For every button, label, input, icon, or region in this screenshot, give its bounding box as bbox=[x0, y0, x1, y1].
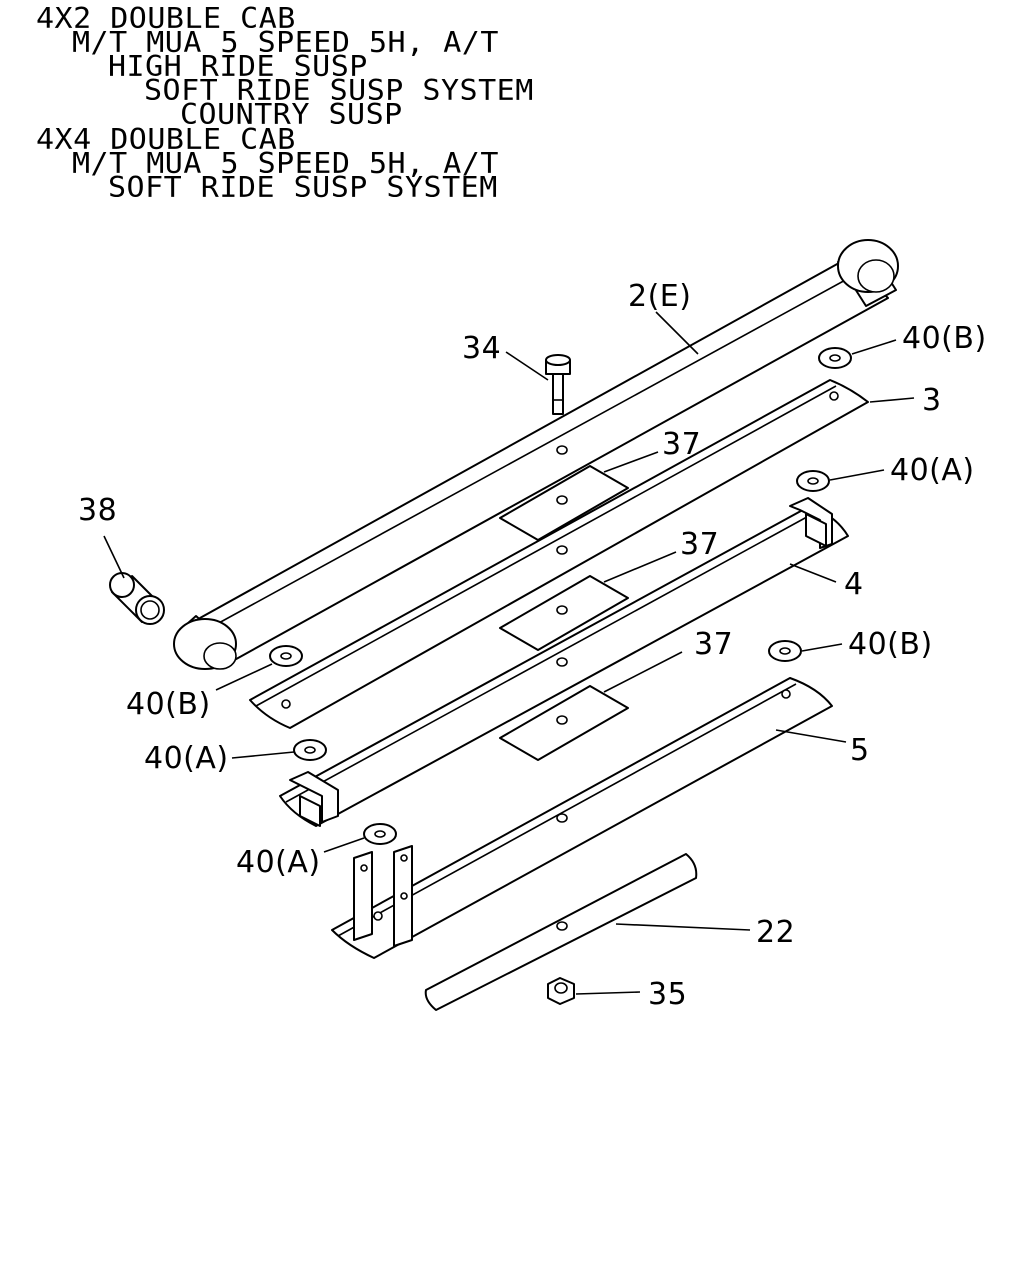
callout-37-middle: 37 bbox=[680, 527, 719, 562]
center-bolt-34 bbox=[545, 354, 571, 415]
leaf-4 bbox=[279, 497, 849, 827]
leader-40a-bottom-left bbox=[323, 837, 365, 853]
leader-22 bbox=[615, 923, 751, 931]
leader-40a-upper-right bbox=[829, 469, 885, 481]
leader-3 bbox=[869, 397, 915, 403]
header-line-3: HIGH RIDE SUSP bbox=[108, 50, 368, 84]
callout-38: 38 bbox=[78, 493, 117, 528]
callout-40b-right: 40(B) bbox=[848, 627, 933, 662]
callout-40a-upper-right: 40(A) bbox=[890, 453, 975, 488]
callout-2e: 2(E) bbox=[628, 279, 691, 314]
washer-40a-upper-right-hole bbox=[807, 477, 819, 485]
leader-37-lower bbox=[603, 651, 683, 693]
leader-35 bbox=[575, 991, 641, 995]
leader-5 bbox=[775, 729, 847, 743]
callout-35: 35 bbox=[648, 977, 687, 1012]
header-line-1: 4X2 DOUBLE CAB bbox=[36, 2, 296, 36]
header-line-4: SOFT RIDE SUSP SYSTEM bbox=[144, 74, 534, 108]
washer-40b-left-hole bbox=[280, 652, 292, 660]
main-leaf-left-eye bbox=[173, 615, 237, 670]
leader-40b-right bbox=[801, 643, 843, 652]
callout-3: 3 bbox=[922, 383, 942, 418]
leader-37-middle bbox=[603, 551, 677, 583]
leader-40b-left bbox=[215, 663, 273, 691]
leaf-5 bbox=[331, 677, 833, 959]
header-text-block: 4X2 DOUBLE CAB M/T MUA 5 SPEED 5H, A/T H… bbox=[0, 0, 1024, 220]
pad-37-middle bbox=[499, 575, 629, 651]
leader-lines bbox=[103, 311, 915, 995]
header-line-6: 4X4 DOUBLE CAB bbox=[36, 123, 296, 157]
leader-37-upper bbox=[603, 451, 659, 473]
pad-37-upper bbox=[499, 465, 629, 541]
leader-40b-top-right bbox=[851, 339, 897, 355]
main-leaf-2e bbox=[173, 239, 899, 670]
callout-40b-top-right: 40(B) bbox=[902, 321, 987, 356]
washer-40b-right-hole bbox=[779, 647, 791, 655]
main-leaf-right-eye bbox=[837, 239, 899, 307]
leaf-4-right-clip bbox=[789, 497, 833, 549]
washer-40a-bottom-left-hole bbox=[374, 830, 386, 838]
main-leaf-center-hole bbox=[556, 445, 568, 455]
pad-37-lower bbox=[499, 685, 629, 761]
callout-40a-left: 40(A) bbox=[144, 741, 229, 776]
leader-38 bbox=[103, 535, 125, 579]
nut-35 bbox=[547, 977, 575, 1005]
leaf-3 bbox=[249, 379, 869, 729]
callout-40b-left: 40(B) bbox=[126, 687, 211, 722]
callout-40a-bottom-left: 40(A) bbox=[236, 845, 321, 880]
callout-4: 4 bbox=[844, 567, 864, 602]
leaf-5-bracket-left bbox=[353, 851, 373, 941]
leaf-4-left-clip bbox=[289, 771, 339, 827]
washer-40b-top-right-hole bbox=[829, 354, 841, 362]
callout-37-upper: 37 bbox=[662, 427, 701, 462]
bushing-38 bbox=[109, 572, 165, 625]
leader-2e bbox=[655, 311, 699, 355]
callout-labels: 2(E) 34 40(B) 3 37 40(A) 38 37 4 37 40(B… bbox=[78, 279, 987, 1012]
callout-37-lower: 37 bbox=[694, 627, 733, 662]
leaf-22 bbox=[424, 853, 698, 1011]
header-line-7: M/T MUA 5 SPEED 5H, A/T bbox=[72, 147, 499, 181]
leader-34 bbox=[505, 351, 549, 381]
callout-22: 22 bbox=[756, 915, 795, 950]
leader-40a-left bbox=[231, 751, 295, 759]
callout-34: 34 bbox=[462, 331, 501, 366]
washer-40a-left-hole bbox=[304, 746, 316, 754]
header-line-5: COUNTRY SUSP bbox=[180, 98, 403, 132]
callout-5: 5 bbox=[850, 733, 870, 768]
leader-4 bbox=[789, 563, 837, 583]
header-line-8: SOFT RIDE SUSP SYSTEM bbox=[108, 171, 498, 205]
leaf-5-bracket-right bbox=[393, 845, 413, 947]
header-line-2: M/T MUA 5 SPEED 5H, A/T bbox=[72, 26, 499, 60]
